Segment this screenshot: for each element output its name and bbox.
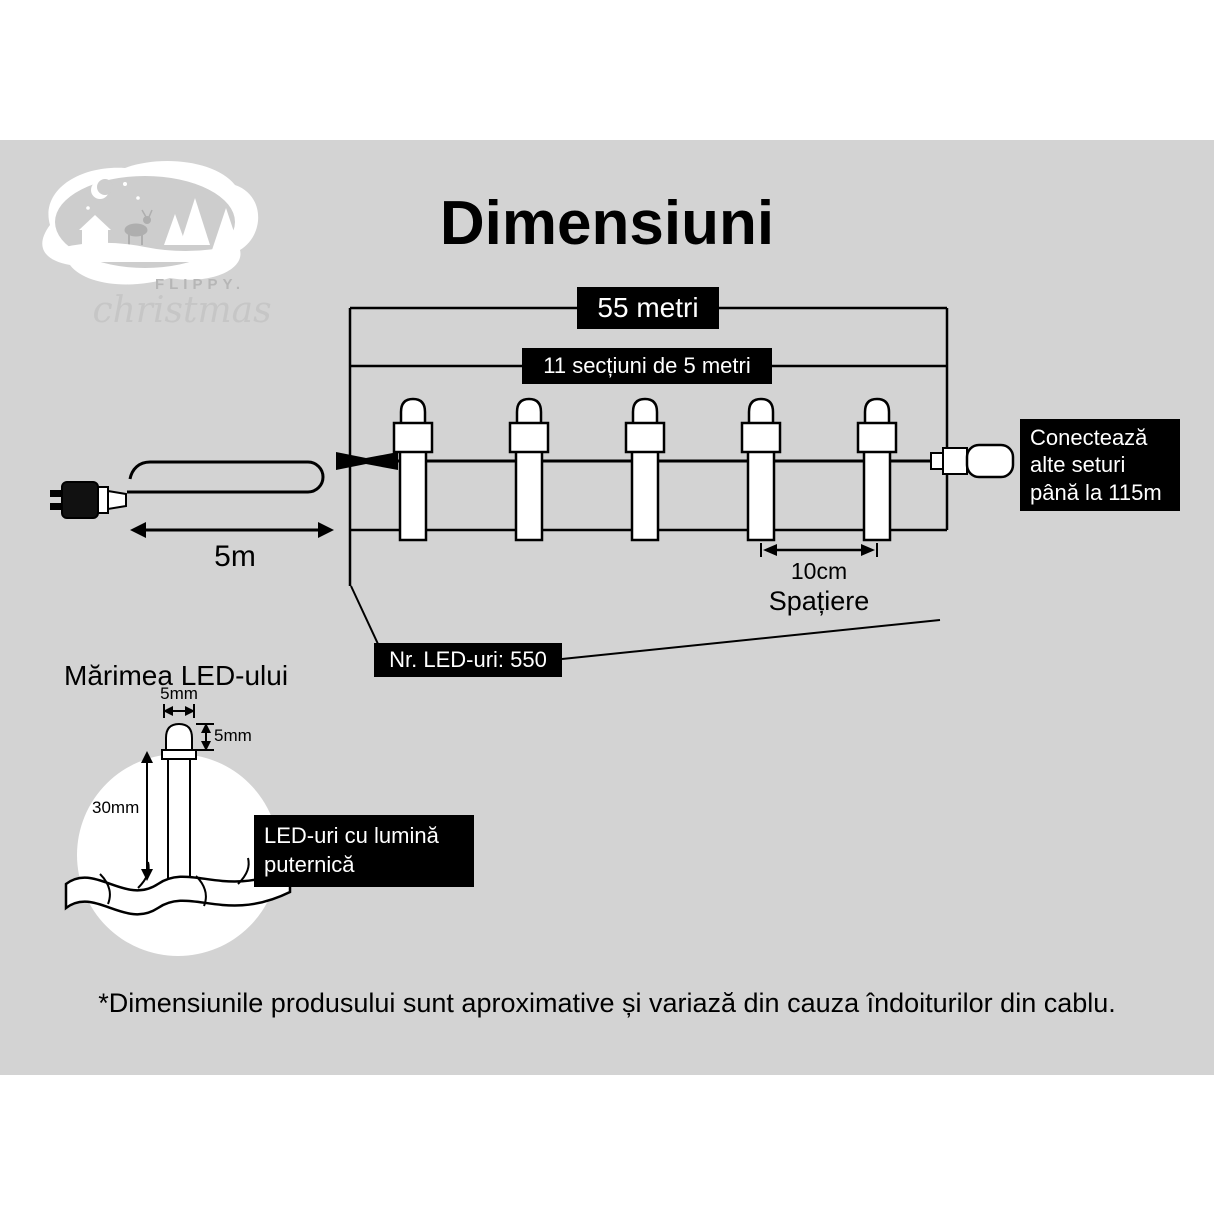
power-plug-icon bbox=[50, 481, 127, 519]
logo-script-text: christmas bbox=[92, 290, 272, 331]
brand-logo: FLIPPY. christmas bbox=[30, 150, 272, 365]
spacing-arrow bbox=[760, 543, 878, 557]
led-body-length-arrow bbox=[141, 751, 153, 881]
led-bulb-icon bbox=[624, 397, 666, 542]
twisted-cable-icon bbox=[64, 857, 292, 916]
sections-label: 11 secțiuni de 5 metri bbox=[522, 348, 772, 384]
led-bulb-icon bbox=[508, 397, 550, 542]
end-connector-icon bbox=[930, 443, 1015, 479]
lead-length-value: 5m bbox=[214, 540, 256, 573]
led-size-title: Mărimea LED-ului bbox=[64, 660, 289, 691]
led-dome-height-arrow bbox=[196, 723, 214, 751]
led-note-label: LED-uri cu lumină puternică bbox=[254, 815, 474, 887]
enlarged-led-icon bbox=[161, 722, 197, 882]
lead-length-arrow bbox=[130, 522, 334, 538]
cable-joint-icon bbox=[336, 452, 398, 470]
connect-note-label: Conectează alte seturi până la 115m bbox=[1020, 419, 1180, 511]
led-bulb-icon bbox=[740, 397, 782, 542]
led-body-length-value: 30mm bbox=[92, 798, 140, 817]
led-width-value: 5mm bbox=[160, 684, 198, 703]
winter-scene-illustration bbox=[42, 161, 259, 285]
total-length-label: 55 metri bbox=[577, 287, 719, 329]
led-dome-height-value: 5mm bbox=[214, 726, 252, 745]
logo-brand-text: FLIPPY. bbox=[154, 276, 245, 293]
led-bulb-icon bbox=[392, 397, 434, 542]
led-bulb-icon bbox=[856, 397, 898, 542]
led-count-label: Nr. LED-uri: 550 bbox=[374, 643, 562, 677]
led-width-arrow bbox=[163, 704, 195, 718]
spacing-label: Spațiere bbox=[768, 586, 870, 616]
page-title: Dimensiuni bbox=[439, 189, 775, 258]
disclaimer-text: *Dimensiunile produsului sunt aproximati… bbox=[98, 988, 1116, 1018]
spacing-value: 10cm bbox=[790, 558, 848, 584]
lead-wire bbox=[127, 460, 325, 494]
